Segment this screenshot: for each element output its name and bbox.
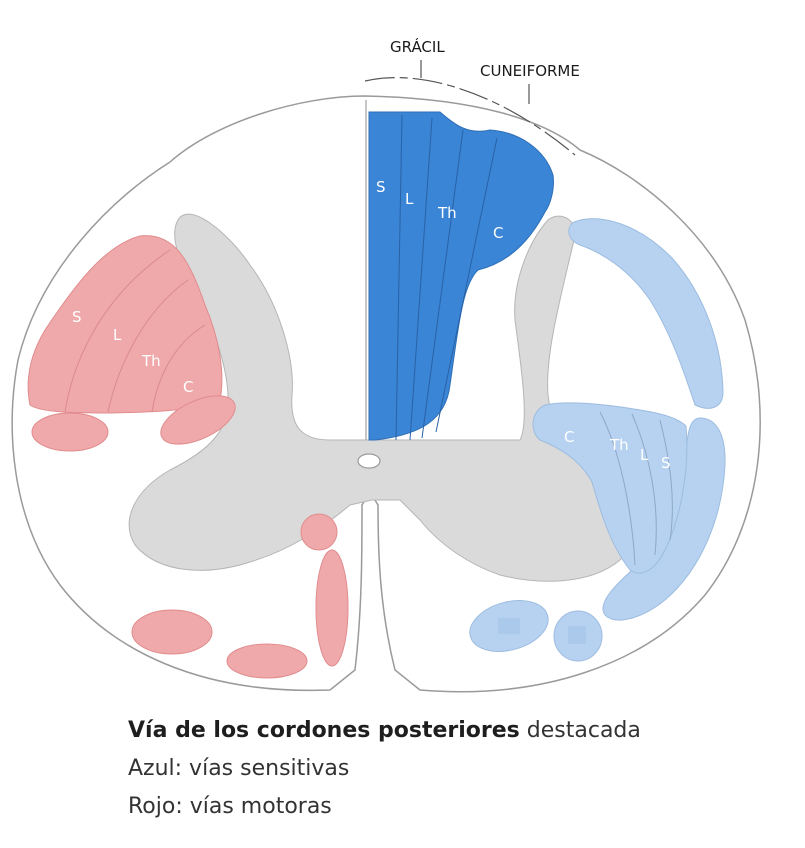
red-tract-small-5 xyxy=(131,609,213,655)
anterior-corticospinal-tract xyxy=(315,549,349,667)
caption-red-line: Rojo: vías motoras xyxy=(128,794,332,819)
central-canal xyxy=(357,453,381,469)
motor-s-label: S xyxy=(72,308,82,326)
motor-c-label: C xyxy=(183,378,193,396)
caption-title-rest: destacada xyxy=(519,718,641,743)
red-tract-small-6 xyxy=(226,643,308,679)
caption-title: Vía de los cordones posteriores destacad… xyxy=(128,712,641,750)
spinal-cord-diagram: GRÁCIL CUNEIFORME S L Th C S L Th C C Th… xyxy=(11,37,761,693)
rubrospinal-tract xyxy=(31,412,109,452)
caption-title-bold: Vía de los cordones posteriores xyxy=(128,718,520,743)
figure-caption: Vía de los cordones posteriores destacad… xyxy=(128,712,641,826)
motor-th-label: Th xyxy=(141,352,161,370)
gracil-label: GRÁCIL xyxy=(390,37,445,56)
sensory-l-label: L xyxy=(640,446,649,464)
posterior-s-label: S xyxy=(376,178,386,196)
caption-blue-line: Azul: vías sensitivas xyxy=(128,756,350,781)
sensory-th-label: Th xyxy=(609,436,629,454)
posterior-th-label: Th xyxy=(437,204,457,222)
motor-l-label: L xyxy=(113,326,122,344)
sensory-s-label: S xyxy=(661,454,671,472)
lateral-spinothalamic-tract xyxy=(532,402,688,574)
posterior-l-label: L xyxy=(405,190,414,208)
posterior-c-label: C xyxy=(493,224,503,242)
cuneiforme-label: CUNEIFORME xyxy=(480,62,580,80)
red-tract-small-3 xyxy=(300,513,338,551)
red-tract-small-2 xyxy=(160,395,236,445)
dorsal-spinocerebellar-tract xyxy=(568,218,724,409)
sensory-c-label: C xyxy=(564,428,574,446)
